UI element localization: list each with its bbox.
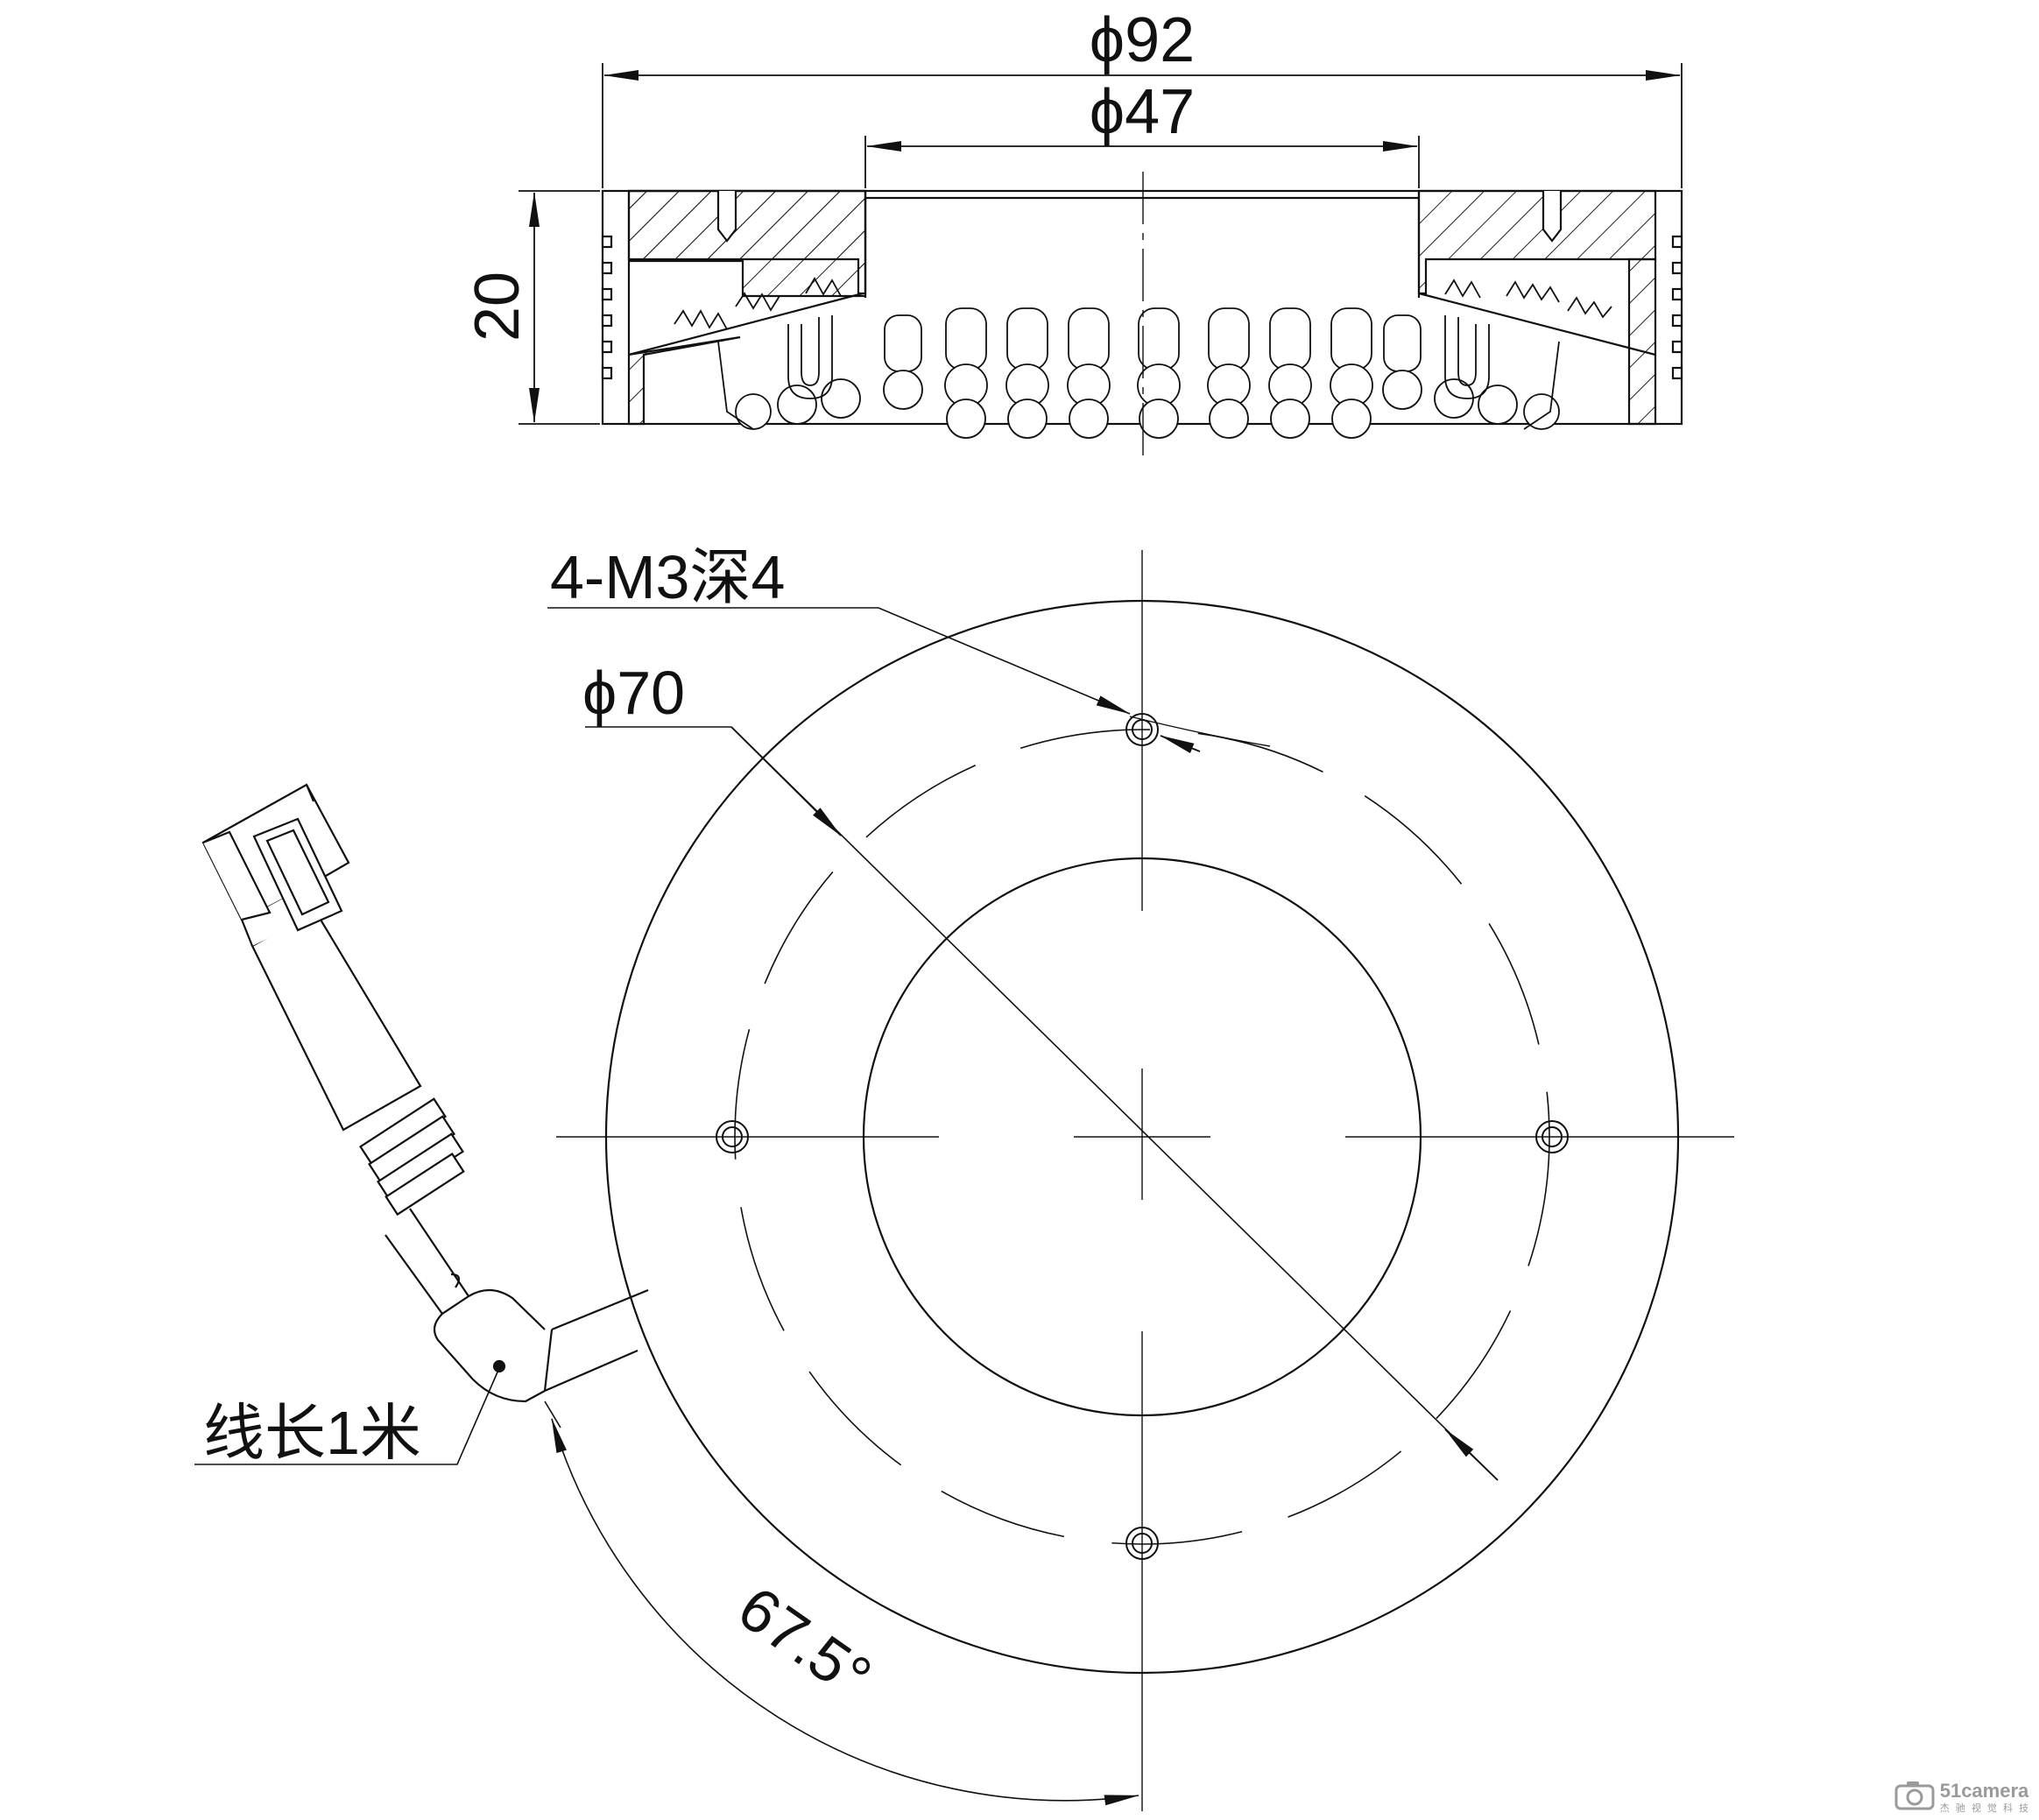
camera-logo-icon [1894,1781,1935,1815]
watermark-sub: 杰 驰 视 觉 科 技 [1939,1802,2030,1814]
watermark-brand: 51camera [1939,1779,2029,1802]
led-array [674,277,1612,439]
right-housing-top [1417,189,1657,295]
front-view [194,550,1734,1811]
dim-inner-diameter: ϕ47 [1090,77,1195,147]
cable-length-label: 线长1米 [203,1399,421,1467]
hole-spec-label: 4-M3深4 [550,543,785,611]
right-housing-section [1627,257,1657,426]
angle-arc [551,1418,1139,1806]
bolt-circle-diagonal [730,726,1499,1481]
cable [201,783,649,1403]
connector-body [250,909,422,1132]
section-dimensions [519,63,1683,425]
cable-length-leader [194,1367,500,1465]
left-fins [601,235,613,380]
section-view [601,172,1683,455]
right-screw-hole [1542,191,1563,243]
dim-height: 20 [462,272,533,342]
cable-angle-label: 67.5° [726,1573,883,1711]
hole-spec-leader [547,607,1131,715]
dim-outer-diameter: ϕ92 [1090,5,1195,75]
bolt-circle-label: ϕ70 [582,659,685,727]
watermark: 51camera 杰 驰 视 觉 科 技 [1894,1781,2030,1815]
front-centerlines [556,550,1734,1811]
left-screw-hole [716,191,737,243]
right-fins [1671,235,1683,380]
